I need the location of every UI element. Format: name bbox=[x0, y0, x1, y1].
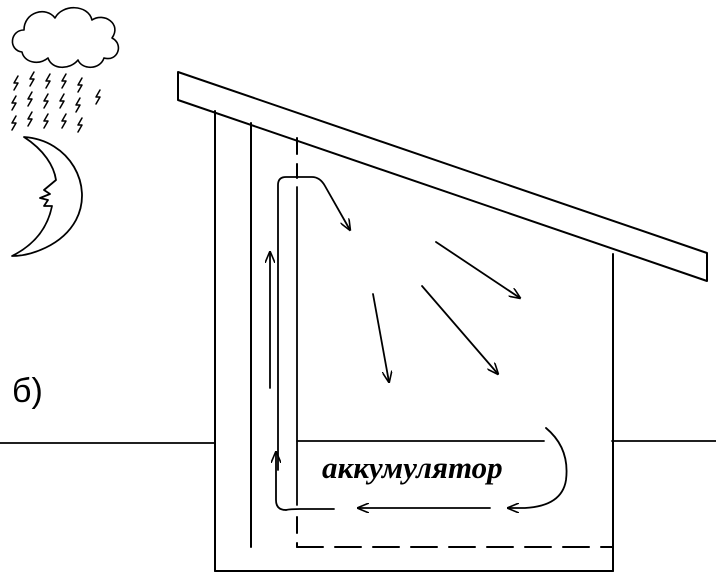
rain-drop bbox=[59, 93, 65, 109]
rain-drop bbox=[45, 73, 51, 89]
rain-drop bbox=[11, 115, 17, 131]
rain-drop bbox=[77, 117, 83, 133]
roof bbox=[177, 71, 708, 282]
rain-drop bbox=[13, 75, 19, 91]
rain-drop bbox=[43, 113, 49, 129]
rain-drop bbox=[29, 71, 35, 87]
rain-drop bbox=[11, 95, 17, 111]
rain-drop bbox=[43, 93, 49, 109]
ground-line bbox=[0, 440, 716, 444]
rain-icon bbox=[11, 71, 101, 133]
rain-drop bbox=[27, 91, 33, 107]
rain-drop bbox=[95, 89, 101, 105]
rain-drop bbox=[61, 113, 67, 129]
rain-drop bbox=[27, 111, 33, 127]
rain-drop bbox=[77, 77, 83, 93]
moon-icon bbox=[11, 136, 83, 257]
panel-label: б) bbox=[12, 372, 43, 410]
dashed-inner-duct bbox=[296, 137, 614, 548]
cloud-icon bbox=[11, 6, 120, 69]
air-circulation-arrows bbox=[270, 176, 568, 510]
rain-drop bbox=[75, 97, 81, 113]
accumulator-label: аккумулятор bbox=[322, 450, 503, 485]
building-walls bbox=[214, 110, 614, 572]
sun-rays bbox=[372, 241, 520, 382]
rain-drop bbox=[61, 73, 67, 89]
